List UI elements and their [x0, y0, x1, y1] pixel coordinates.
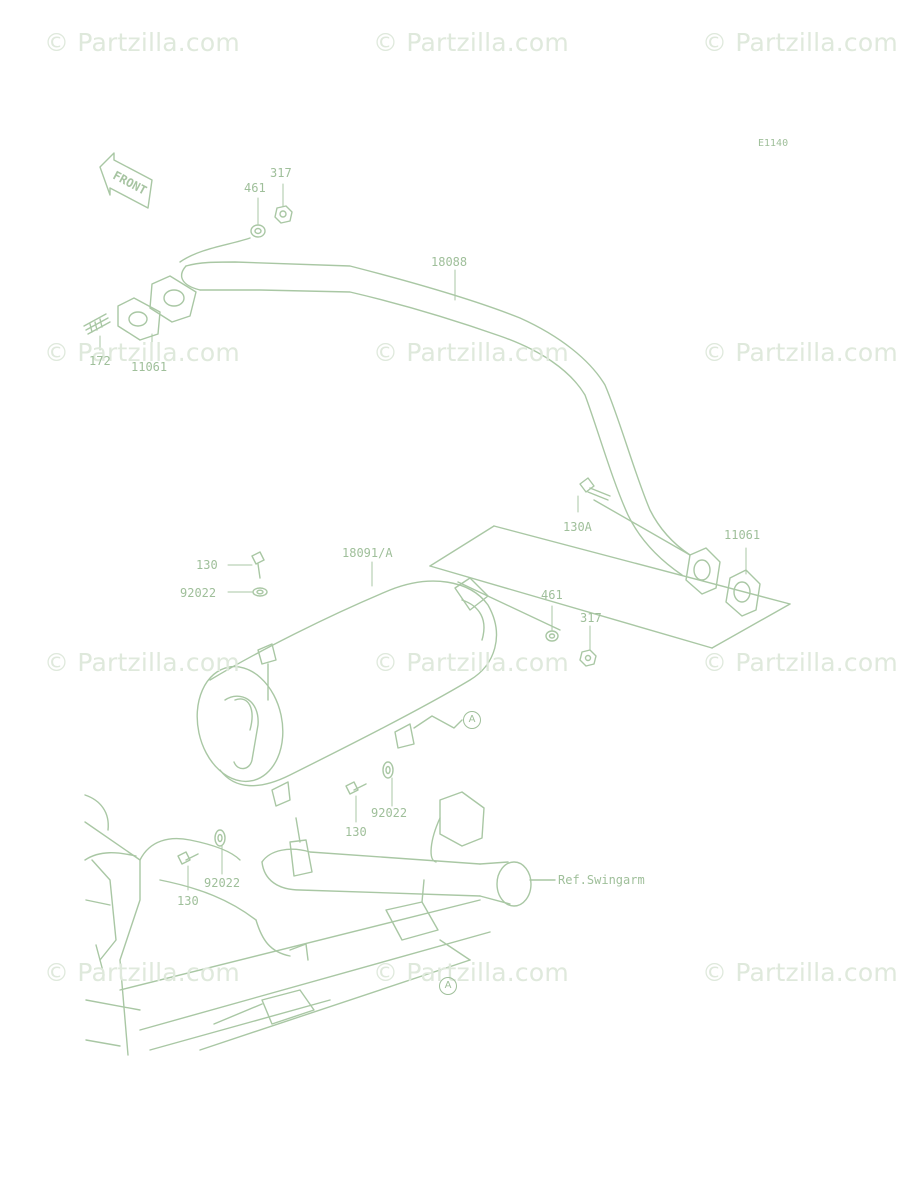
- callout-461: 461: [541, 588, 563, 602]
- muffler: [196, 577, 498, 807]
- bolt-130-mid: [345, 781, 367, 795]
- nut-317-top: [274, 205, 293, 224]
- reference-marker-a: A: [463, 711, 481, 729]
- watermark: © Partzilla.com: [702, 648, 898, 677]
- watermark: © Partzilla.com: [702, 338, 898, 367]
- callout-130: 130: [177, 894, 199, 908]
- front-label: FRONT: [111, 168, 149, 197]
- exhaust-pipe: [179, 237, 691, 576]
- callout-461: 461: [244, 181, 266, 195]
- callout-92022: 92022: [371, 806, 408, 820]
- watermark: © Partzilla.com: [44, 338, 240, 367]
- watermark: © Partzilla.com: [44, 28, 240, 57]
- reference-plane: [429, 499, 791, 649]
- stud-bolt-172: [83, 313, 111, 335]
- ref-swingarm-label: Ref.Swingarm: [558, 873, 645, 887]
- callout-317: 317: [270, 166, 292, 180]
- front-gasket: [117, 297, 161, 341]
- callout-130a: 130A: [563, 520, 592, 534]
- leader-a-upper: [413, 715, 463, 729]
- callout-317: 317: [580, 611, 602, 625]
- washer-92022-mid: [382, 761, 394, 779]
- callout-18091a: 18091/A: [342, 546, 393, 560]
- callout-130: 130: [196, 558, 218, 572]
- callout-172: 172: [89, 354, 111, 368]
- watermark: © Partzilla.com: [373, 648, 569, 677]
- washer-461-top: [250, 224, 266, 238]
- watermark: © Partzilla.com: [373, 28, 569, 57]
- watermark: © Partzilla.com: [702, 28, 898, 57]
- callout-11061: 11061: [724, 528, 761, 542]
- bolt-130a: [579, 477, 611, 501]
- front-arrow-icon: [99, 152, 153, 209]
- bolt-130-top: [251, 551, 265, 579]
- washer-461-mid: [545, 630, 559, 642]
- washer-92022-bottom: [214, 829, 226, 847]
- callout-18088: 18088: [431, 255, 468, 269]
- frame-swingarm: [84, 791, 556, 1056]
- watermark: © Partzilla.com: [44, 648, 240, 677]
- diagram-code: E1140: [758, 138, 789, 149]
- watermark: © Partzilla.com: [702, 958, 898, 987]
- watermark: © Partzilla.com: [44, 958, 240, 987]
- watermark: © Partzilla.com: [373, 958, 569, 987]
- washer-92022-top: [252, 587, 268, 597]
- rear-flange: [685, 547, 721, 595]
- watermark: © Partzilla.com: [373, 338, 569, 367]
- leader-lines: [99, 183, 747, 891]
- front-flange: [149, 275, 197, 323]
- callout-11061: 11061: [131, 360, 168, 374]
- callout-92022: 92022: [204, 876, 241, 890]
- callout-130: 130: [345, 825, 367, 839]
- bolt-130-bottom: [177, 851, 199, 865]
- reference-marker-a: A: [439, 977, 457, 995]
- callout-92022: 92022: [180, 586, 217, 600]
